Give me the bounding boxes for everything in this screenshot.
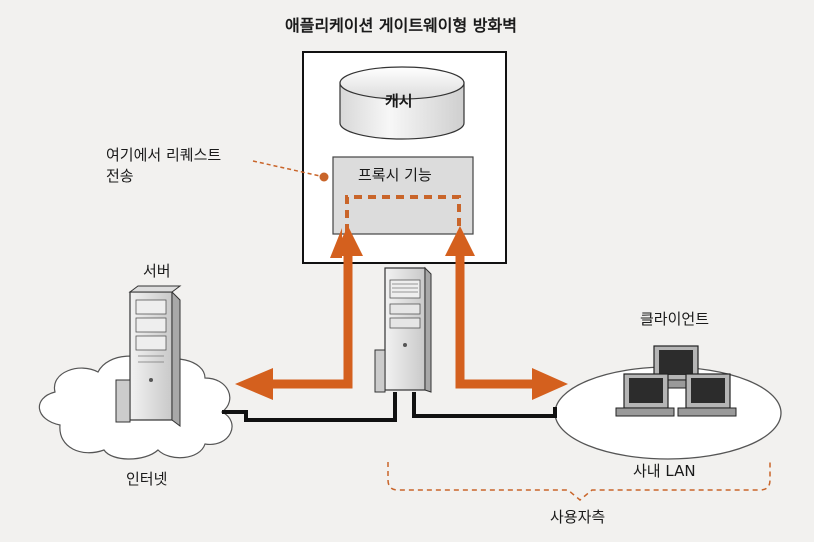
lan-label: 사내 LAN xyxy=(633,462,696,480)
cache-label: 캐시 xyxy=(385,92,413,110)
internet-label: 인터넷 xyxy=(126,470,168,488)
user-side-bracket xyxy=(387,462,771,501)
client-label: 클라이언트 xyxy=(640,310,710,328)
firewall-title: 애플리케이션 게이트웨이형 방화벽 xyxy=(285,16,517,35)
cable-internet xyxy=(222,392,397,422)
server-label: 서버 xyxy=(143,262,171,280)
server-tower xyxy=(115,285,182,427)
user-side-label: 사용자측 xyxy=(550,508,606,526)
annotation-line2: 전송 xyxy=(106,167,134,185)
proxy-dashed-path xyxy=(345,195,461,232)
cable-lan xyxy=(412,392,557,418)
request-arrow-right xyxy=(445,226,568,400)
annotation-dot xyxy=(319,172,329,182)
annotation-leader xyxy=(252,160,321,177)
request-arrow-left xyxy=(235,226,363,400)
firewall-tower xyxy=(374,266,432,393)
client-monitors xyxy=(615,345,737,417)
annotation-line1: 여기에서 리퀘스트 xyxy=(106,146,222,164)
cache-cylinder xyxy=(339,66,465,140)
proxy-label: 프록시 기능 xyxy=(358,166,432,184)
